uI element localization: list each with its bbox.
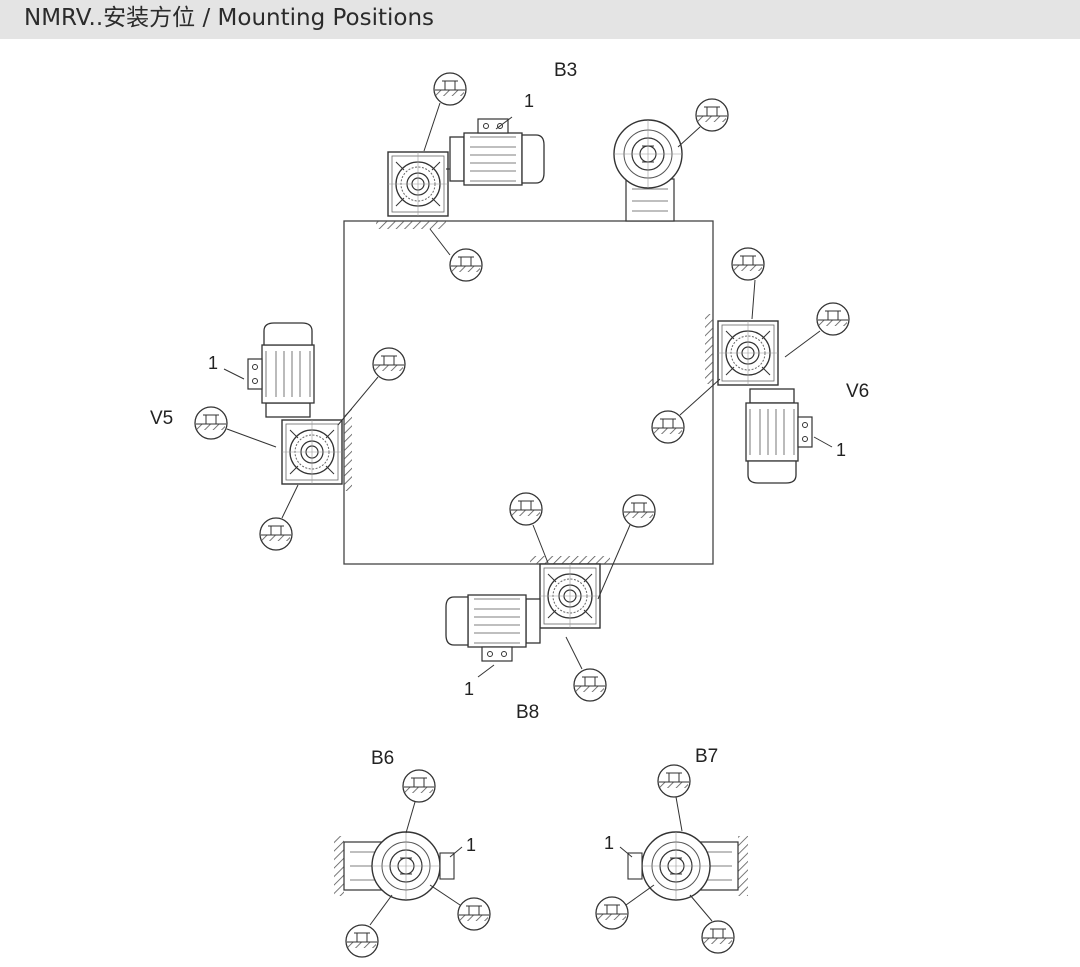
position-label-b6: B6 <box>371 748 394 769</box>
oil-level-icon <box>816 302 850 336</box>
position-label-b7: B7 <box>695 746 718 767</box>
callout-number: 1 <box>604 833 614 853</box>
mounting-frame <box>343 220 714 565</box>
oil-level-icon <box>651 410 685 444</box>
callout-number: 1 <box>836 440 846 460</box>
position-label-v5: V5 <box>150 408 173 429</box>
oil-level-icon <box>372 347 406 381</box>
mounting-diagram: 1 B3 1 V6 1 V5 <box>150 60 869 958</box>
oil-level-icon <box>695 98 729 132</box>
oil-level-icon <box>731 247 765 281</box>
oil-level-icon <box>622 494 656 528</box>
oil-level-icon <box>509 492 543 526</box>
oil-level-icon <box>449 248 483 282</box>
callout-number: 1 <box>466 835 476 855</box>
oil-level-icon <box>345 924 379 958</box>
header-bar: NMRV..安装方位 / Mounting Positions <box>0 0 1080 39</box>
oil-level-icon <box>573 668 607 702</box>
oil-level-icon <box>657 764 691 798</box>
oil-level-icon <box>595 896 629 930</box>
position-b8: 1 B8 <box>445 492 656 723</box>
position-b3-side <box>613 98 729 222</box>
position-b7: 1 B7 <box>595 746 748 954</box>
oil-level-icon <box>433 72 467 106</box>
position-b6: 1 B6 <box>334 748 491 958</box>
oil-level-icon <box>402 769 436 803</box>
oil-level-icon <box>259 517 293 551</box>
callout-number: 1 <box>208 353 218 373</box>
oil-level-icon <box>457 897 491 931</box>
callout-number: 1 <box>464 679 474 699</box>
position-b3: 1 B3 <box>376 60 577 282</box>
page-title: NMRV..安装方位 / Mounting Positions <box>24 5 435 31</box>
position-v5: 1 V5 <box>150 322 406 551</box>
oil-level-icon <box>194 406 228 440</box>
oil-level-icon <box>701 920 735 954</box>
position-label-v6: V6 <box>846 381 869 402</box>
position-v6: 1 V6 <box>651 247 869 484</box>
position-label-b3: B3 <box>554 60 577 81</box>
callout-number: 1 <box>524 91 534 111</box>
position-label-b8: B8 <box>516 702 539 723</box>
